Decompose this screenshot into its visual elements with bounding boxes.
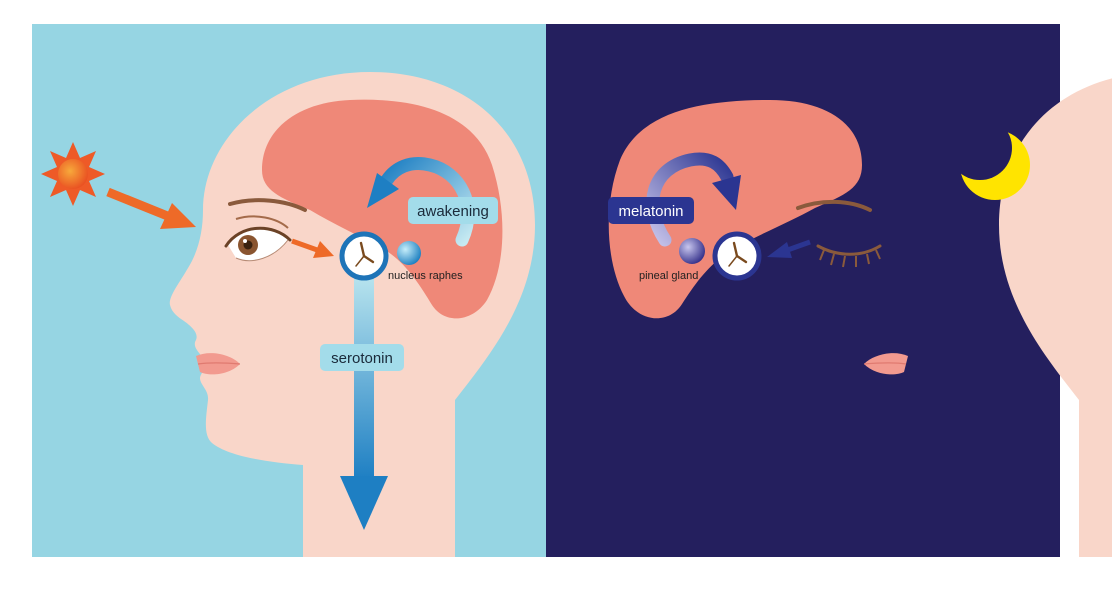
day-brain [262,99,503,319]
nucleus-raphes-label: nucleus raphes [388,270,463,282]
nucleus-raphes-sphere [397,241,421,265]
night-lips [864,353,908,375]
awakening-label: awakening [417,203,489,220]
night-clock-icon [712,231,762,281]
clock-icon [339,231,389,281]
sunlight-arrow [106,187,196,229]
pineal-gland-sphere [679,238,705,264]
serotonin-label: serotonin [331,350,393,367]
day-panel: awakening nucleus raphes serotonin [32,24,546,557]
serotonin-label-box: serotonin [320,344,404,371]
awakening-label-box: awakening [408,197,498,224]
melatonin-label-box: melatonin [608,197,694,224]
serotonin-arrow [340,276,388,530]
melatonin-label: melatonin [618,203,683,220]
day-lips [196,353,240,375]
day-eyebrow [228,198,307,212]
day-eyelid-crease [235,215,289,229]
eye-to-clock-arrow [291,238,334,258]
night-panel: melatonin pineal gland [546,24,1112,557]
sun-icon [41,142,105,206]
moon-icon [960,130,1030,200]
closed-eye-icon [796,199,882,268]
open-eye-icon [224,226,292,262]
eye-to-clock-arrow-night [767,239,811,258]
night-head [999,78,1112,557]
pineal-gland-label: pineal gland [639,270,698,282]
